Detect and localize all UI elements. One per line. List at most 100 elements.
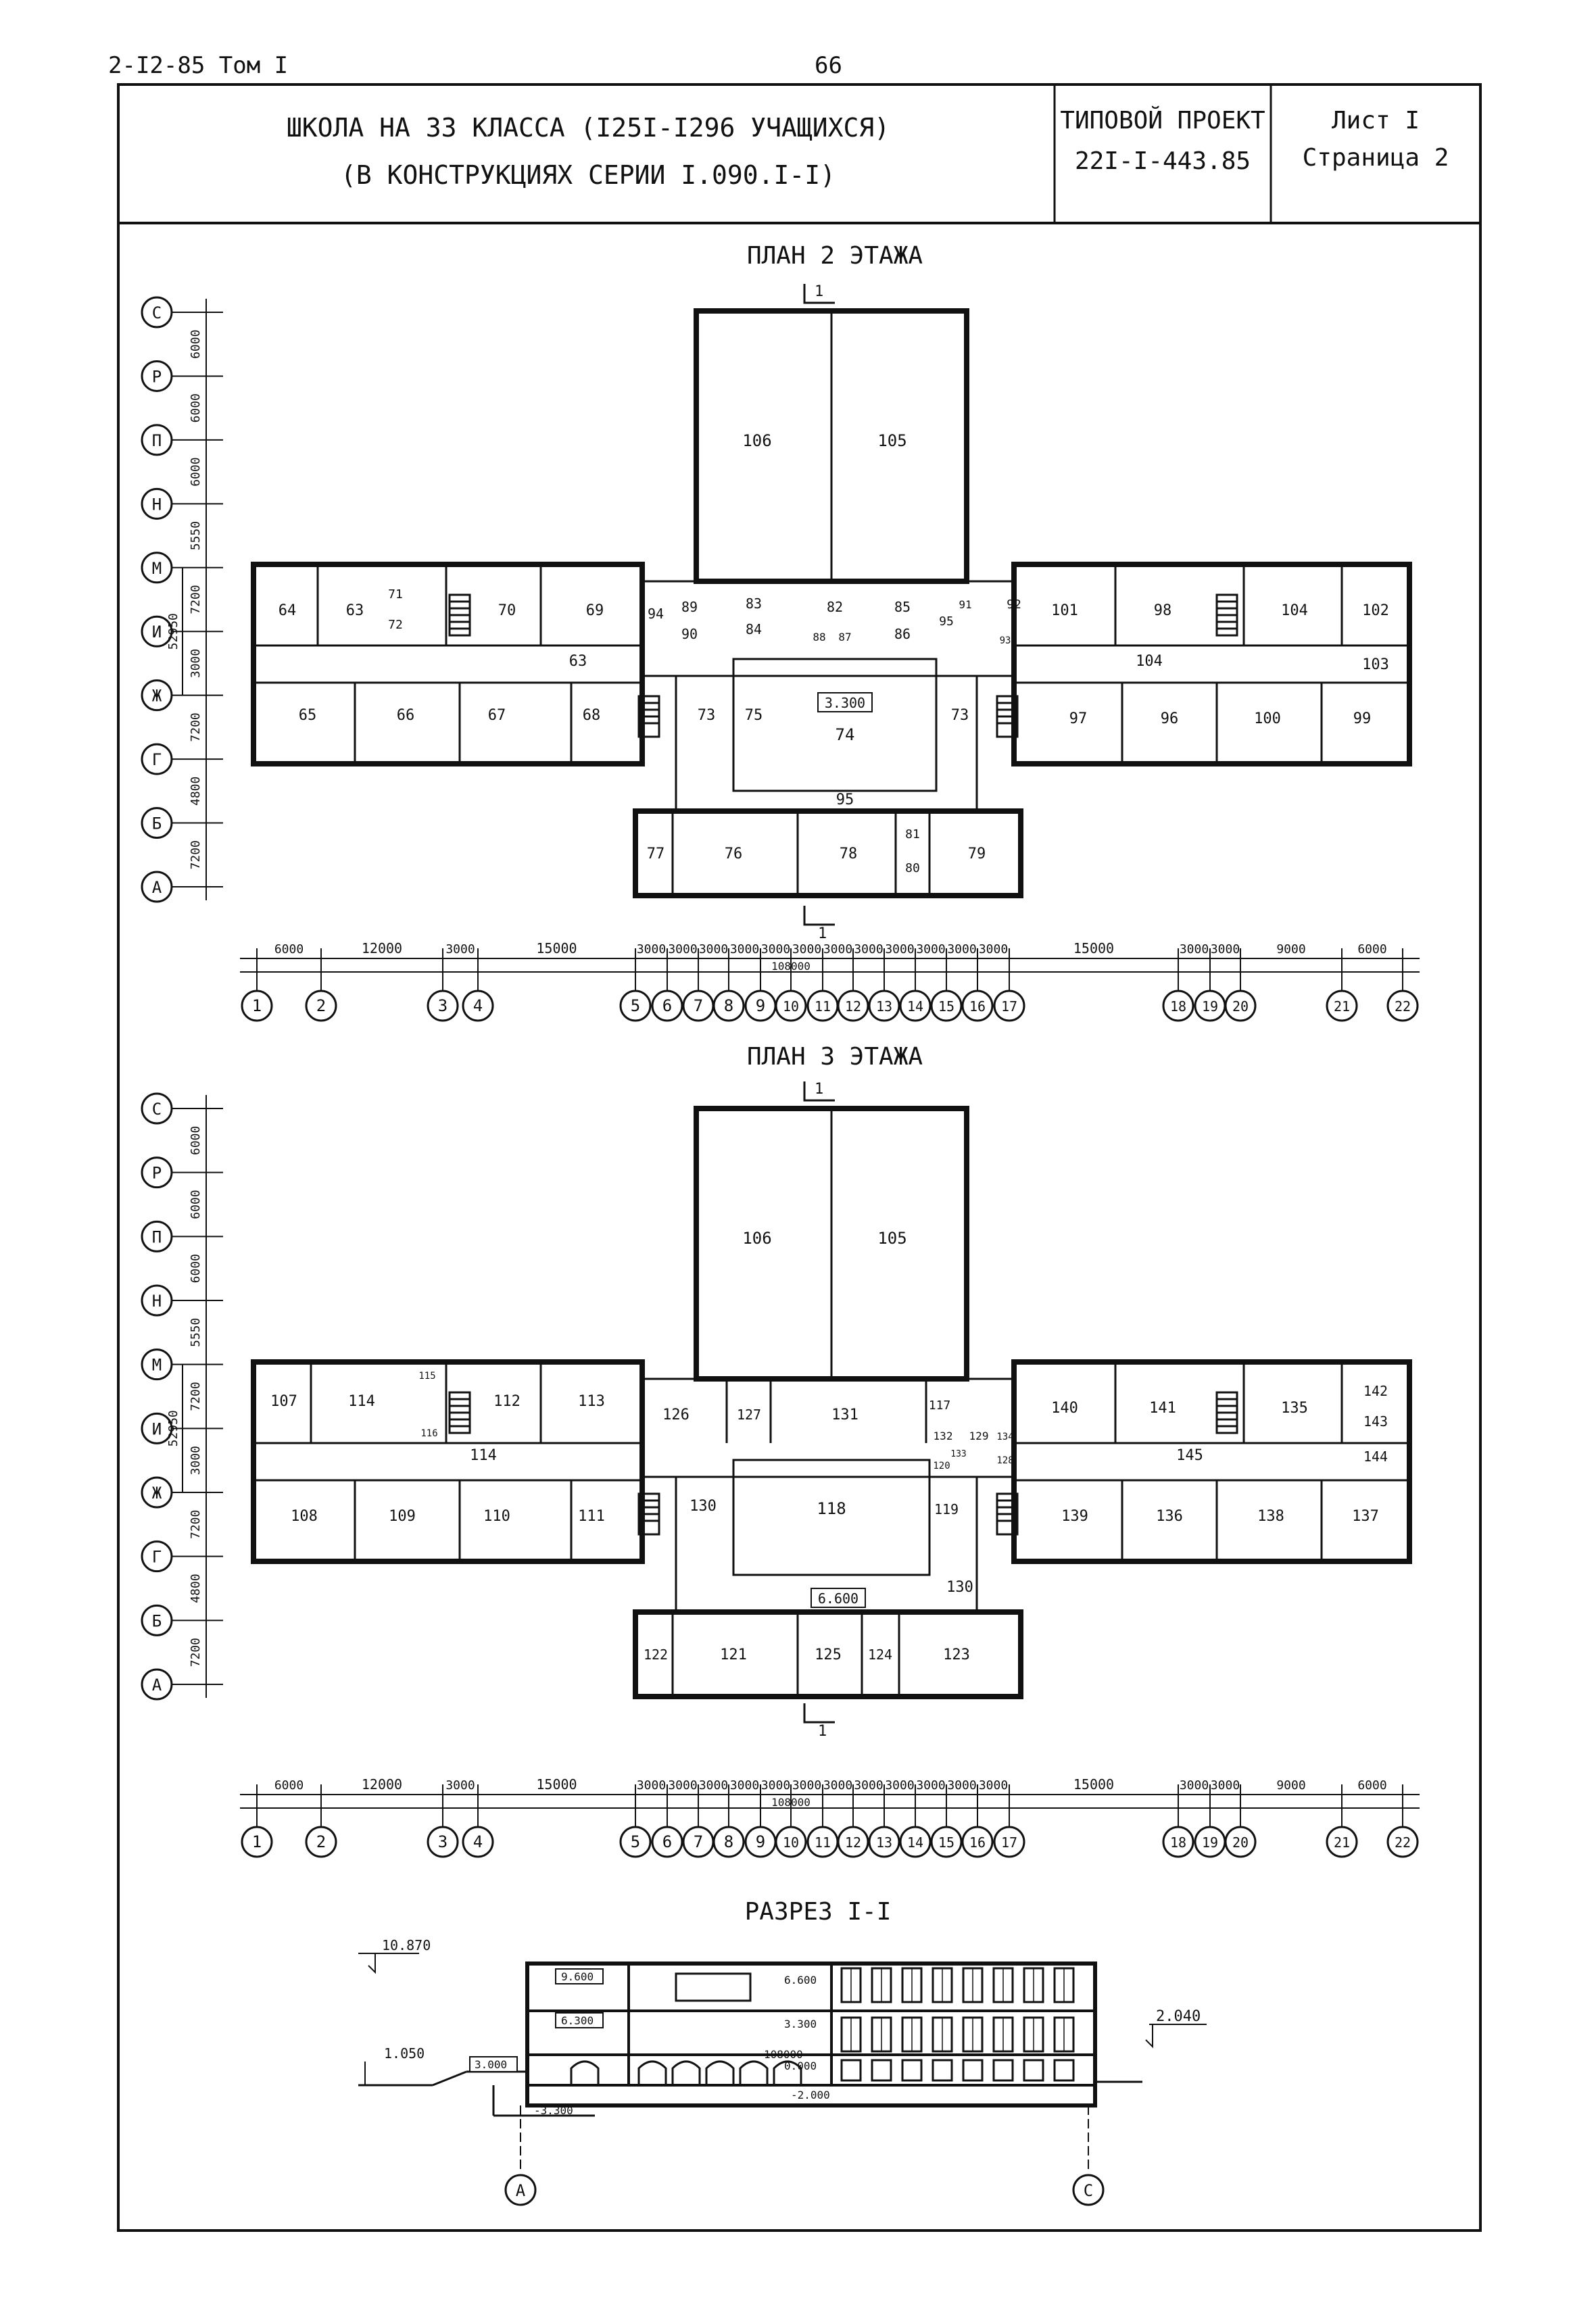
room-label: 127 bbox=[737, 1407, 761, 1423]
dim-label: 6000 bbox=[274, 1778, 304, 1793]
axis-bubble bbox=[651, 1826, 683, 1858]
axis-number: 9 bbox=[756, 996, 765, 1015]
axis-bubble bbox=[1162, 1826, 1194, 1858]
section-mark-bottom: 1 bbox=[803, 906, 835, 942]
dim-label: 3000 bbox=[979, 942, 1008, 956]
axis-number: 17 bbox=[1001, 1834, 1017, 1851]
room-label: 109 bbox=[389, 1508, 416, 1525]
room-label: 72 bbox=[388, 618, 403, 632]
section-mark-top: 1 bbox=[803, 1081, 835, 1102]
axis-number: 6 bbox=[662, 1832, 672, 1851]
room-label: 123 bbox=[943, 1647, 970, 1663]
axis-number: 21 bbox=[1334, 1834, 1350, 1851]
room-label: 122 bbox=[644, 1647, 668, 1663]
axis-number: 11 bbox=[815, 998, 831, 1015]
axis-bubble bbox=[1224, 1826, 1257, 1858]
corridor-label: 114 bbox=[470, 1447, 497, 1464]
window bbox=[1023, 2059, 1044, 2082]
plan-2-title: ПЛАН 2 ЭТАЖА bbox=[747, 242, 923, 270]
axis-number: 20 bbox=[1232, 998, 1249, 1015]
axis-letter: С bbox=[152, 1100, 162, 1119]
dim-label: 3000 bbox=[792, 942, 821, 956]
dim-label: 3000 bbox=[854, 942, 883, 956]
axis-bubble bbox=[1386, 1826, 1419, 1858]
axis-bubble bbox=[868, 990, 900, 1022]
room-label: 144 bbox=[1363, 1448, 1388, 1465]
svg-text:9.600: 9.600 bbox=[561, 1970, 594, 1983]
room-label: 143 bbox=[1363, 1413, 1388, 1430]
sheet-label: Лист I bbox=[1332, 107, 1420, 135]
plan-3-letter-axes: СРПНМИЖГБА600060006000555072003000720048… bbox=[141, 1092, 223, 1701]
axis-letter: П bbox=[152, 431, 162, 450]
svg-text:1: 1 bbox=[818, 925, 827, 942]
room-label: 70 bbox=[498, 602, 516, 619]
dim-label: 15000 bbox=[1073, 1776, 1114, 1793]
plan-3-walls bbox=[253, 1108, 1409, 1697]
room-label: 82 bbox=[827, 599, 843, 615]
axis-letter: С bbox=[152, 303, 162, 322]
dim-label: 3000 bbox=[854, 1778, 883, 1793]
room-label: 114 bbox=[348, 1393, 375, 1410]
svg-text:1: 1 bbox=[818, 1723, 827, 1740]
dim-label: 3000 bbox=[445, 1778, 475, 1793]
dim-label: 3000 bbox=[823, 1778, 852, 1793]
axis-letter: Б bbox=[152, 814, 162, 833]
room-label: 126 bbox=[662, 1407, 690, 1423]
section-mark-bottom: 1 bbox=[803, 1703, 835, 1740]
svg-text:А: А bbox=[516, 2181, 526, 2200]
axis-number: 16 bbox=[969, 1834, 986, 1851]
axis-letter: Ж bbox=[152, 687, 162, 706]
room-label: 119 bbox=[934, 1501, 959, 1517]
room-label: 83 bbox=[746, 595, 762, 612]
room-label: 102 bbox=[1362, 602, 1389, 619]
axis-letter: Н bbox=[152, 495, 162, 514]
plan-2-floor: ПЛАН 2 ЭТАЖА 1 bbox=[141, 242, 1420, 1022]
room-label: 101 bbox=[1051, 602, 1078, 619]
section-windows bbox=[840, 1967, 1075, 2082]
room-label: 108 bbox=[291, 1508, 318, 1525]
corridor-label: 63 bbox=[569, 653, 587, 670]
axis-number: 6 bbox=[662, 996, 672, 1015]
window bbox=[932, 2059, 953, 2082]
room-label: 88 bbox=[813, 631, 825, 643]
room-label: 69 bbox=[586, 602, 604, 619]
axis-letter: Г bbox=[152, 1548, 162, 1567]
title-line-1: ШКОЛА НА 33 КЛАССА (I25I-I296 УЧАЩИХСЯ) bbox=[287, 113, 890, 143]
dim-label: 3000 bbox=[1211, 1778, 1240, 1793]
room-label: 93 bbox=[1000, 635, 1011, 646]
dim-label: 3000 bbox=[885, 942, 914, 956]
room-label: 92 bbox=[1007, 598, 1021, 612]
axis-number: 2 bbox=[316, 996, 326, 1015]
dim-label: 12000 bbox=[362, 1776, 402, 1793]
room-label: 104 bbox=[1281, 602, 1308, 619]
window bbox=[962, 2059, 984, 2082]
dim-label: 12000 bbox=[362, 940, 402, 956]
axis-bubble bbox=[961, 990, 994, 1022]
dim-label: 5550 bbox=[189, 1318, 203, 1347]
axis-number: 18 bbox=[1170, 998, 1186, 1015]
dim-total-label: 108000 bbox=[771, 1796, 811, 1809]
dim-label: 7200 bbox=[189, 840, 203, 869]
svg-text:6.600: 6.600 bbox=[784, 1974, 817, 1987]
room-label: 84 bbox=[746, 621, 762, 637]
dim-label: 3000 bbox=[189, 1446, 203, 1475]
axis-bubble bbox=[241, 990, 273, 1022]
dim-label: 7200 bbox=[189, 585, 203, 614]
svg-text:10.870: 10.870 bbox=[382, 1937, 431, 1953]
room-label: 125 bbox=[815, 1647, 842, 1663]
dim-label: 9000 bbox=[1276, 942, 1305, 956]
room-label: 134 bbox=[996, 1432, 1013, 1442]
dim-label: 15000 bbox=[536, 1776, 577, 1793]
room-label: 129 bbox=[969, 1430, 989, 1442]
axis-number: 17 bbox=[1001, 998, 1017, 1015]
room-label: 128 bbox=[996, 1455, 1013, 1466]
room-label: 94 bbox=[648, 606, 664, 622]
room-label: 139 bbox=[1061, 1508, 1088, 1525]
axis-number: 9 bbox=[756, 1832, 765, 1851]
room-label: 91 bbox=[959, 598, 971, 611]
dim-label: 3000 bbox=[637, 1778, 666, 1793]
axis-number: 5 bbox=[631, 1832, 640, 1851]
dim-label: 6000 bbox=[1357, 942, 1386, 956]
room-label: 75 bbox=[745, 707, 763, 724]
